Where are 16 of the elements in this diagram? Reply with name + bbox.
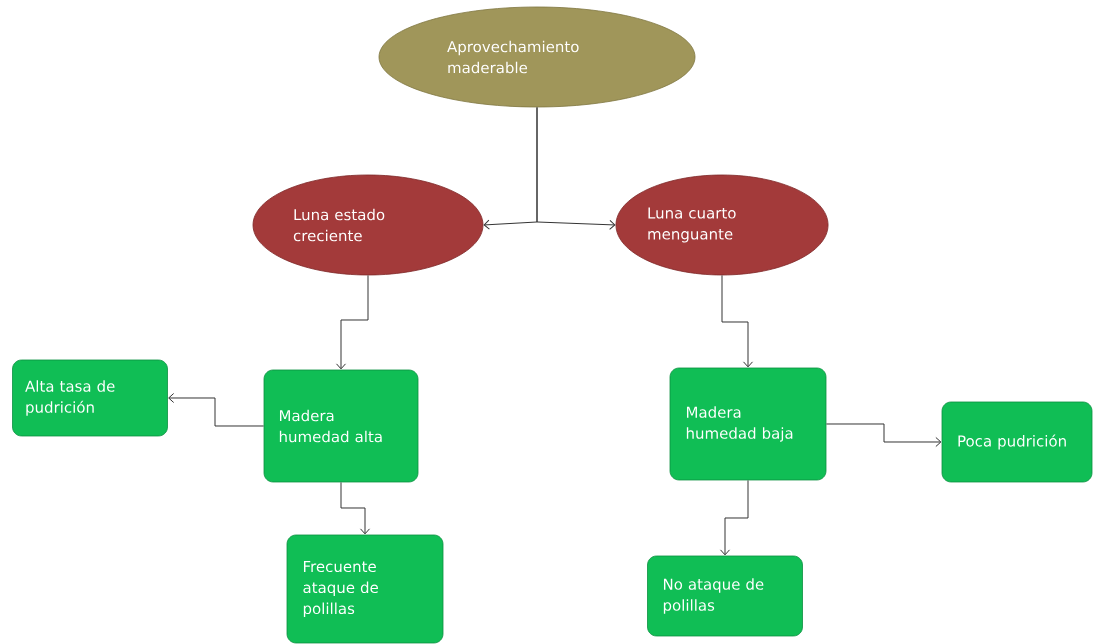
arrow — [721, 274, 753, 368]
rounded-box: Frecuente ataque de polillas — [286, 534, 444, 644]
oval-node: Aprovechamiento maderable — [378, 6, 696, 108]
arrow — [168, 393, 265, 427]
rounded-box: Poca pudrición — [941, 401, 1093, 483]
arrow — [336, 274, 369, 370]
arrow — [825, 423, 942, 447]
arrow — [536, 106, 616, 230]
oval-node: Luna estado creciente — [252, 174, 484, 276]
arrow — [340, 481, 370, 535]
oval-node: Luna cuarto menguante — [615, 174, 829, 276]
rounded-box: Madera humedad alta — [263, 369, 419, 483]
rounded-box: No ataque de polillas — [647, 555, 803, 637]
rounded-box: Madera humedad baja — [669, 367, 827, 481]
arrow — [720, 479, 749, 556]
rounded-box: Alta tasa de pudrición — [12, 359, 168, 437]
